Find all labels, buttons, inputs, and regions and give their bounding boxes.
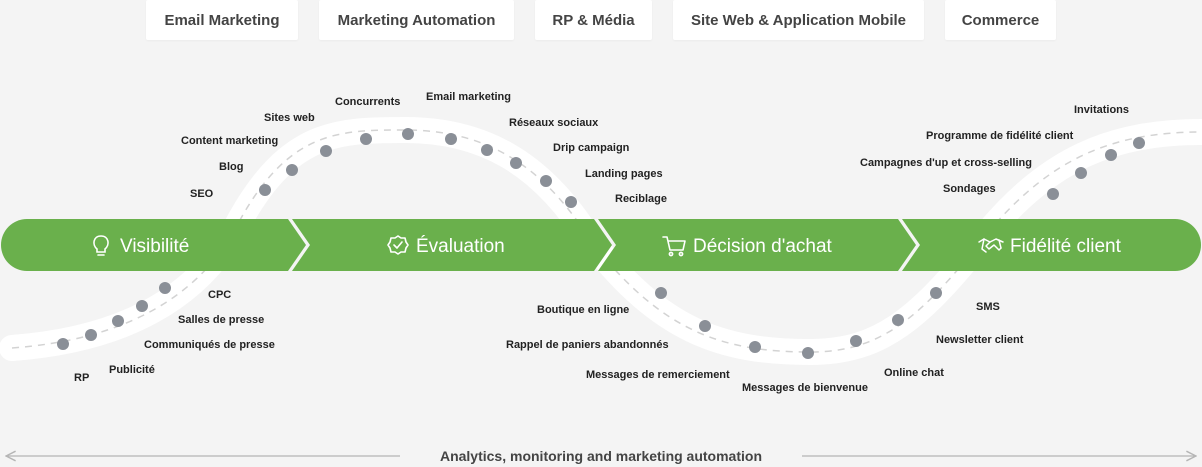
stage-title-evaluation: Évaluation bbox=[416, 236, 505, 257]
dot-upsell[interactable] bbox=[1075, 167, 1087, 179]
touchpoint-label: Content marketing bbox=[181, 135, 278, 147]
tab-rp-media[interactable]: RP & Média bbox=[535, 0, 652, 40]
dot-sms-newsletter[interactable] bbox=[892, 314, 904, 326]
tab-marketing-automation[interactable]: Marketing Automation bbox=[319, 0, 514, 40]
touchpoint-label: Messages de bienvenue bbox=[742, 382, 868, 394]
tab-email-marketing[interactable]: Email Marketing bbox=[146, 0, 298, 40]
stage-title-decision: Décision d'achat bbox=[693, 236, 833, 257]
touchpoint-label: Campagnes d'up et cross-selling bbox=[860, 157, 1032, 169]
handshake-icon bbox=[978, 238, 1004, 253]
stage-title-visibility: Visibilité bbox=[120, 236, 189, 257]
stage-title-loyalty: Fidélité client bbox=[1010, 236, 1122, 257]
check-badge-icon bbox=[387, 235, 409, 255]
dot-bienvenue[interactable] bbox=[802, 347, 814, 359]
touchpoint-label: RP bbox=[74, 372, 89, 384]
touchpoint-label: Messages de remerciement bbox=[586, 369, 730, 381]
dot-chat[interactable] bbox=[850, 335, 862, 347]
dot-remerciement[interactable] bbox=[749, 341, 761, 353]
dot-cpc[interactable] bbox=[159, 282, 171, 294]
lightbulb-icon bbox=[93, 235, 109, 256]
touchpoint-label: Invitations bbox=[1074, 104, 1129, 116]
touchpoint-label: Blog bbox=[219, 161, 243, 173]
touchpoint-label: Drip campaign bbox=[553, 142, 630, 154]
touchpoint-label: Sites web bbox=[264, 112, 315, 124]
touchpoint-label: SMS bbox=[976, 301, 1000, 313]
touchpoint-label: Réseaux sociaux bbox=[509, 117, 599, 129]
touchpoint-label: Communiqués de presse bbox=[144, 339, 275, 351]
touchpoint-label: Sondages bbox=[943, 183, 996, 195]
tab-commerce[interactable]: Commerce bbox=[945, 0, 1056, 40]
stage-arrow-evaluation[interactable] bbox=[292, 219, 612, 271]
touchpoint-label: Publicité bbox=[109, 364, 155, 376]
dot-content[interactable] bbox=[320, 145, 332, 157]
touchpoint-label: Salles de presse bbox=[178, 314, 264, 326]
dot-boutique[interactable] bbox=[655, 287, 667, 299]
dot-sondages[interactable] bbox=[1047, 188, 1059, 200]
dot-reseaux[interactable] bbox=[481, 144, 493, 156]
touchpoint-label: Online chat bbox=[884, 367, 944, 379]
touchpoint-label: Landing pages bbox=[585, 168, 663, 180]
dot-drip[interactable] bbox=[510, 157, 522, 169]
footer-label: Analytics, monitoring and marketing auto… bbox=[440, 448, 762, 464]
touchpoint-label: Rappel de paniers abandonnés bbox=[506, 339, 669, 351]
dot-sites[interactable] bbox=[360, 133, 372, 145]
touchpoint-label: Newsletter client bbox=[936, 334, 1024, 346]
touchpoint-label: CPC bbox=[208, 289, 231, 301]
dot-landing[interactable] bbox=[540, 175, 552, 187]
dot-communiques[interactable] bbox=[112, 315, 124, 327]
touchpoint-label: Reciblage bbox=[615, 193, 667, 205]
dot-concurrents[interactable] bbox=[402, 128, 414, 140]
stage-arrow-decision[interactable] bbox=[598, 219, 916, 271]
touchpoint-label: Boutique en ligne bbox=[537, 304, 629, 316]
dot-rappel[interactable] bbox=[699, 320, 711, 332]
dot-email[interactable] bbox=[445, 133, 457, 145]
channel-tabs: Email Marketing Marketing Automation RP … bbox=[0, 0, 1202, 40]
tab-site-web-app[interactable]: Site Web & Application Mobile bbox=[673, 0, 924, 40]
dot-reciblage[interactable] bbox=[565, 196, 577, 208]
dot-blog[interactable] bbox=[286, 164, 298, 176]
touchpoint-label: SEO bbox=[190, 188, 214, 200]
touchpoint-dots bbox=[57, 128, 1145, 359]
dot-seo[interactable] bbox=[259, 184, 271, 196]
touchpoint-label: Concurrents bbox=[335, 96, 400, 108]
dot-salles[interactable] bbox=[136, 300, 148, 312]
stage-band bbox=[1, 219, 1201, 271]
shopping-cart-icon bbox=[662, 236, 686, 257]
dot-publicite[interactable] bbox=[85, 329, 97, 341]
dot-fidelite[interactable] bbox=[1105, 149, 1117, 161]
touchpoint-label: Email marketing bbox=[426, 91, 511, 103]
dot-invitations[interactable] bbox=[1133, 137, 1145, 149]
touchpoint-label: Programme de fidélité client bbox=[926, 130, 1074, 142]
dot-sms[interactable] bbox=[930, 287, 942, 299]
dot-rp[interactable] bbox=[57, 338, 69, 350]
stage-arrow-visibility[interactable] bbox=[1, 219, 306, 271]
stage-arrow-loyalty[interactable] bbox=[902, 219, 1201, 271]
